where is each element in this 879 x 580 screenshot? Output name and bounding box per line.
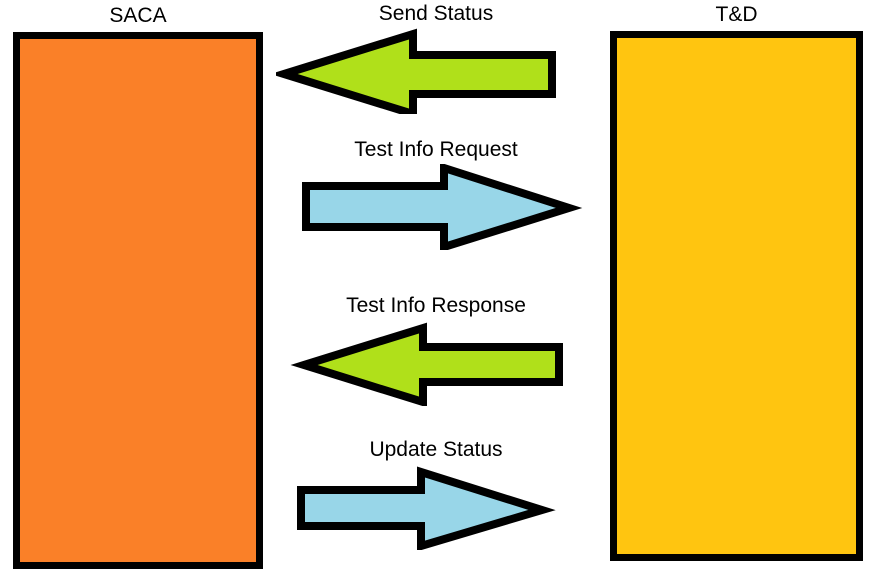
message-row: Test Info Request xyxy=(276,136,596,250)
message-label-send-status: Send Status xyxy=(378,2,494,25)
message-label-test-info-request: Test Info Request xyxy=(354,138,518,161)
message-label-test-info-response: Test Info Response xyxy=(346,294,526,317)
arrow-right-icon[interactable] xyxy=(276,464,596,550)
arrow-left-icon[interactable] xyxy=(276,320,596,406)
message-row: Test Info Response xyxy=(276,292,596,406)
entity-box-td[interactable] xyxy=(610,31,863,561)
arrow-right-icon[interactable] xyxy=(276,164,596,250)
entity-title-td: T&D xyxy=(715,3,758,26)
entity-box-saca[interactable] xyxy=(13,32,263,569)
message-row: Send Status xyxy=(276,0,596,114)
message-label-update-status: Update Status xyxy=(369,438,503,461)
entity-title-saca: SACA xyxy=(109,4,167,27)
message-row: Update Status xyxy=(276,436,596,550)
arrow-left-icon[interactable] xyxy=(276,28,596,114)
